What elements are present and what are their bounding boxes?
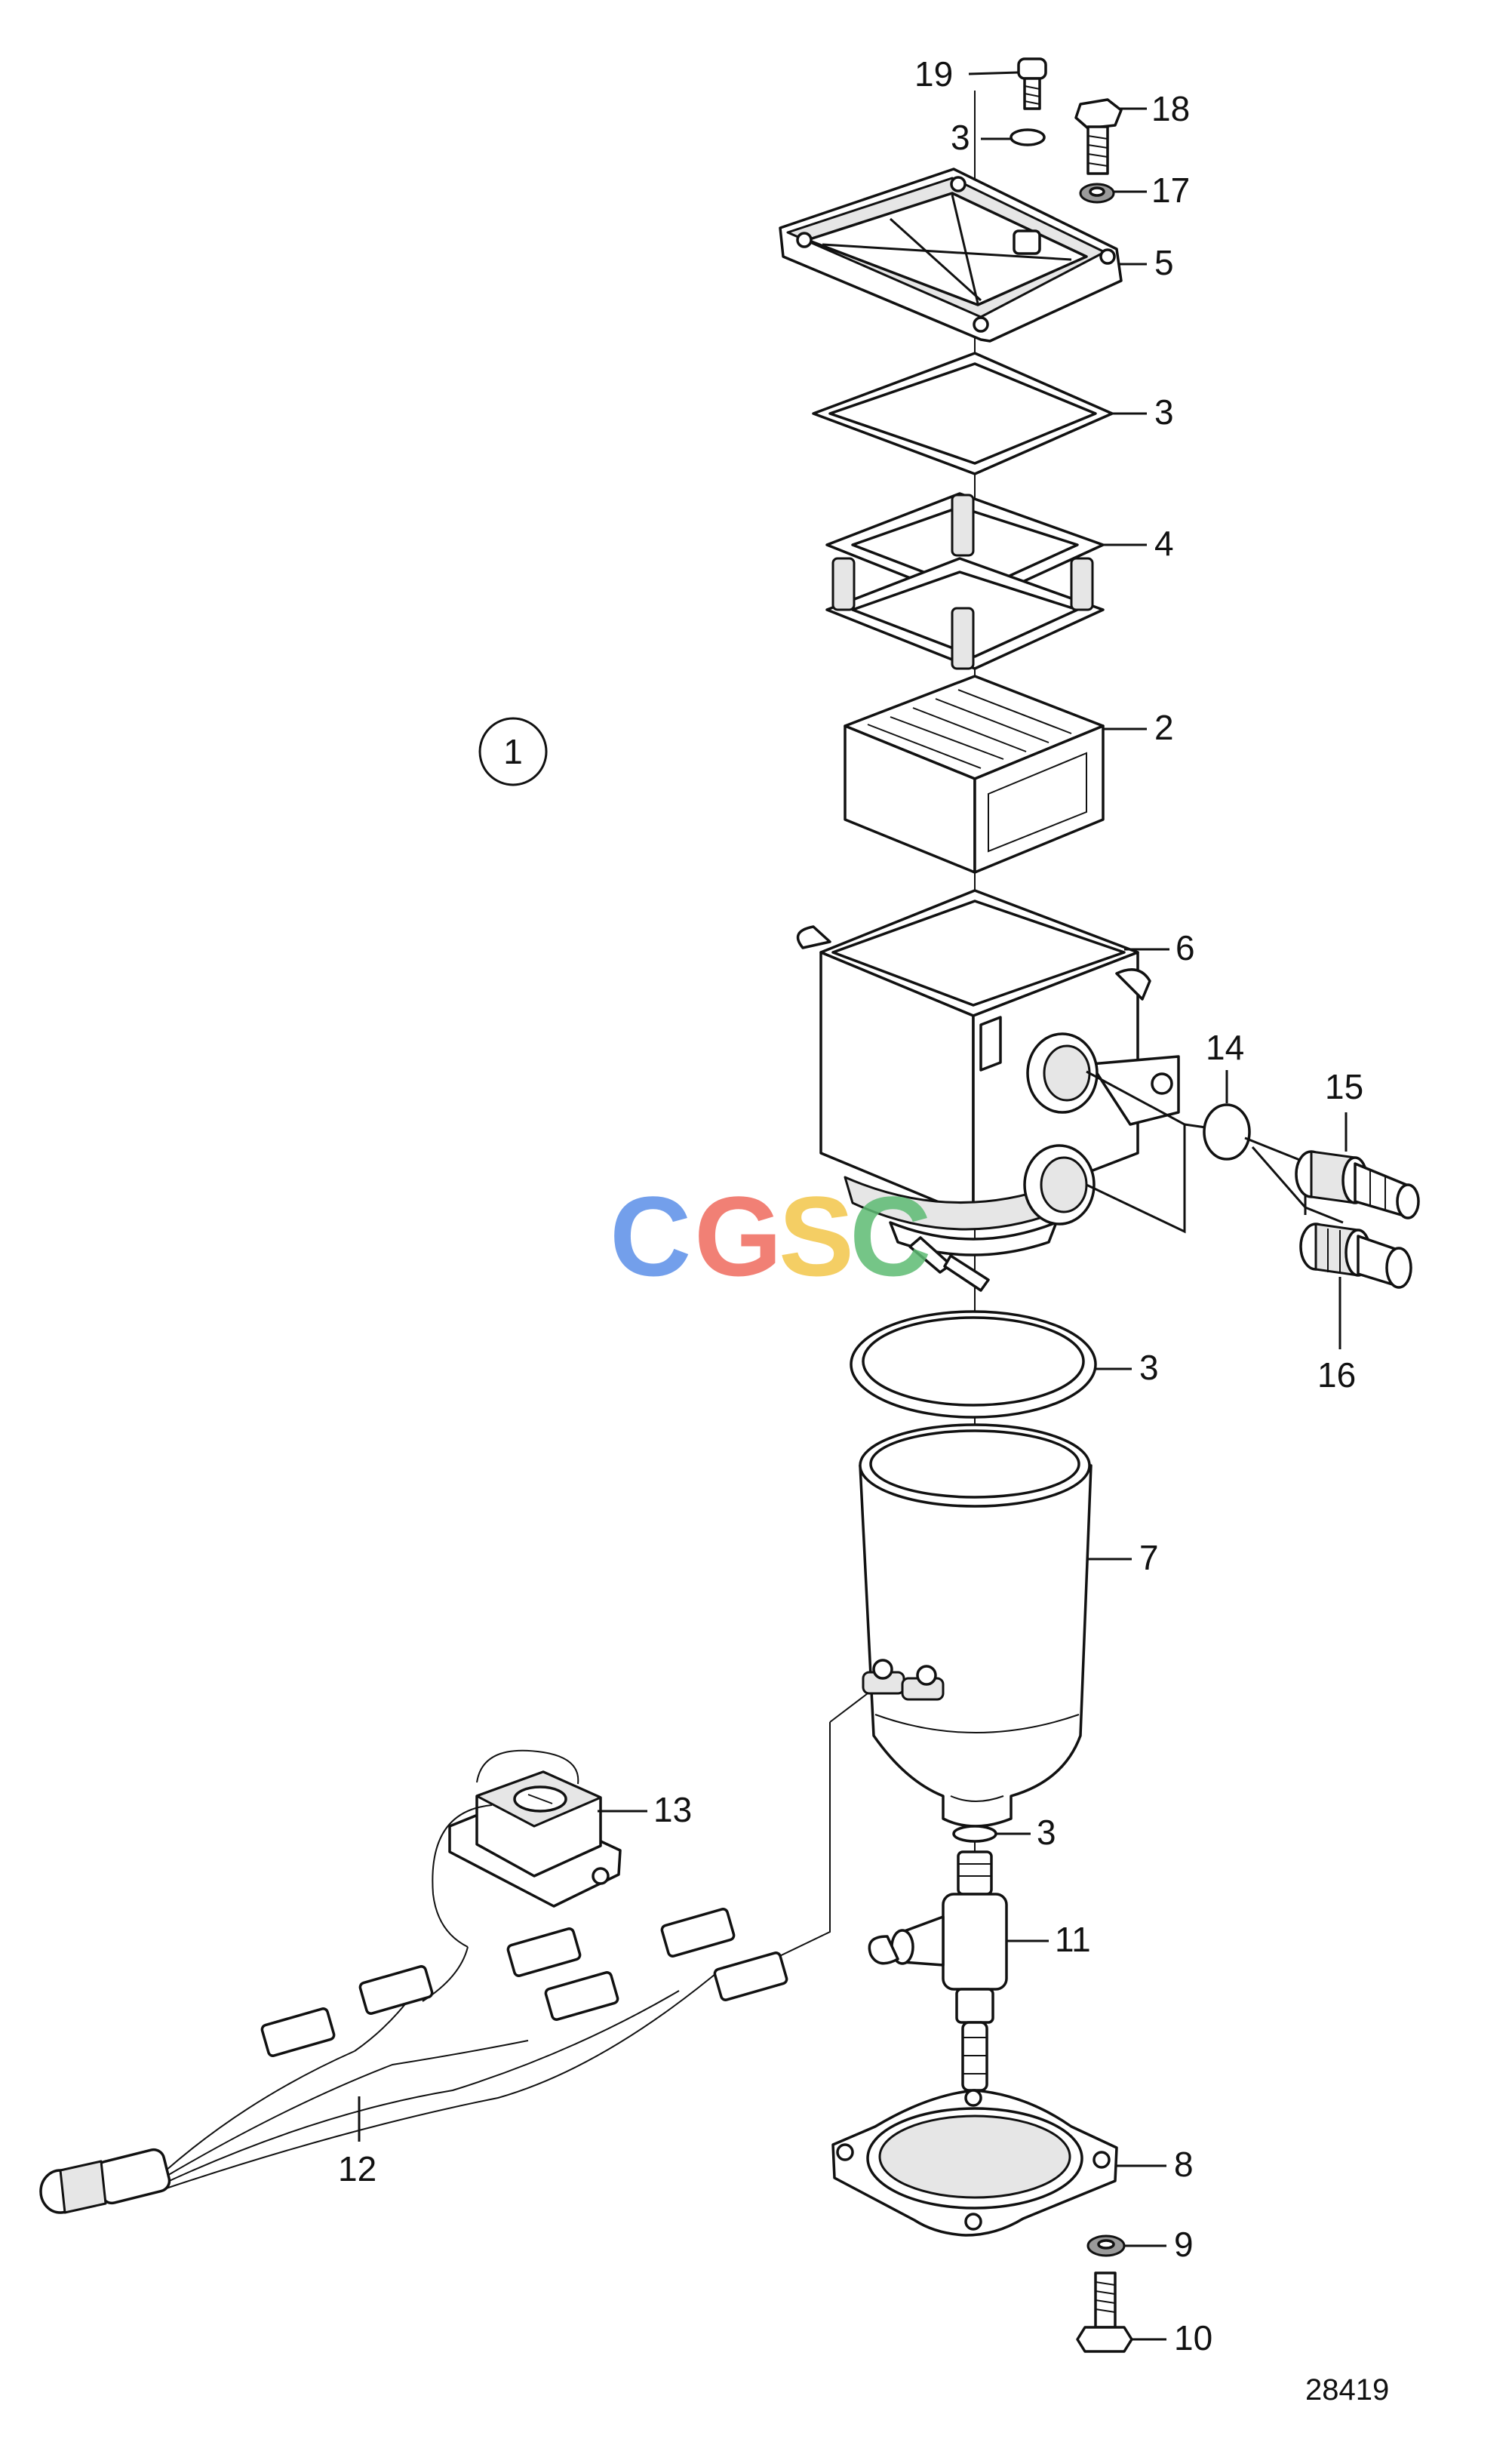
callout-17: 17 <box>1151 171 1190 210</box>
part-13-control-unit <box>432 1749 622 1948</box>
callout-8: 8 <box>1174 2145 1194 2184</box>
watermark-letter-g: G <box>694 1173 782 1299</box>
part-17-washer <box>1079 183 1115 204</box>
part-3-small-seal-bottom <box>952 1825 997 1843</box>
part-3-square-gasket <box>812 352 1114 475</box>
callout-5: 5 <box>1154 243 1174 282</box>
part-18-bolt <box>1074 98 1123 175</box>
bowl-level-sensor <box>862 1659 945 1701</box>
callout-3-top: 3 <box>951 118 970 157</box>
part-8-mounting-flange <box>831 2089 1118 2237</box>
watermark-letter-s: S <box>779 1173 854 1299</box>
callout-12: 12 <box>338 2149 376 2188</box>
housing-port-upper <box>1026 1032 1099 1114</box>
callout-11: 11 <box>1055 1920 1091 1959</box>
callout-16: 16 <box>1317 1355 1356 1395</box>
callout-14: 14 <box>1206 1028 1244 1067</box>
callout-18: 18 <box>1151 89 1190 128</box>
drawing-number: 28419 <box>1305 2373 1389 2407</box>
callout-15: 15 <box>1325 1067 1363 1106</box>
part-7-water-separator-bowl <box>859 1423 1093 1828</box>
callout-9: 9 <box>1174 2225 1194 2264</box>
part-19-screw <box>1017 57 1047 110</box>
part-12-wiring-harness <box>39 1693 868 2214</box>
part-3-small-seal-top <box>1010 128 1046 146</box>
callout-2: 2 <box>1154 708 1174 747</box>
callout-10: 10 <box>1174 2318 1212 2357</box>
part-3-large-o-ring <box>850 1310 1097 1419</box>
part-16-hose-nipple <box>1299 1223 1412 1289</box>
part-9-washer <box>1086 2234 1126 2257</box>
callout-13: 13 <box>653 1790 692 1829</box>
part-6-filter-housing <box>796 889 1180 1292</box>
callout-3-bottom: 3 <box>1037 1813 1056 1852</box>
part-10-bolt <box>1076 2271 1133 2353</box>
cgsc-watermark: C G S C <box>610 1173 931 1299</box>
part-11-drain-valve <box>868 1850 1008 2092</box>
callout-3-gasket: 3 <box>1154 392 1174 432</box>
callout-19: 19 <box>914 54 953 94</box>
leader-lines <box>358 71 1348 2341</box>
watermark-letter-c1: C <box>610 1173 691 1299</box>
part-5-filter-cover <box>779 168 1123 343</box>
assembly-reference-number: 1 <box>503 732 523 771</box>
callout-7: 7 <box>1139 1538 1159 1577</box>
part-4-spring-plate-assembly <box>825 492 1105 670</box>
callout-3-ring: 3 <box>1139 1348 1159 1387</box>
housing-port-lower <box>1023 1144 1096 1226</box>
callout-4: 4 <box>1154 524 1174 563</box>
assembly-reference-circle: 1 <box>478 717 548 786</box>
part-14-o-ring <box>1203 1103 1251 1161</box>
watermark-letter-c2: C <box>850 1173 931 1299</box>
callout-6: 6 <box>1175 928 1195 967</box>
part-2-filter-element <box>844 675 1105 874</box>
part-15-hose-nipple <box>1295 1150 1420 1219</box>
